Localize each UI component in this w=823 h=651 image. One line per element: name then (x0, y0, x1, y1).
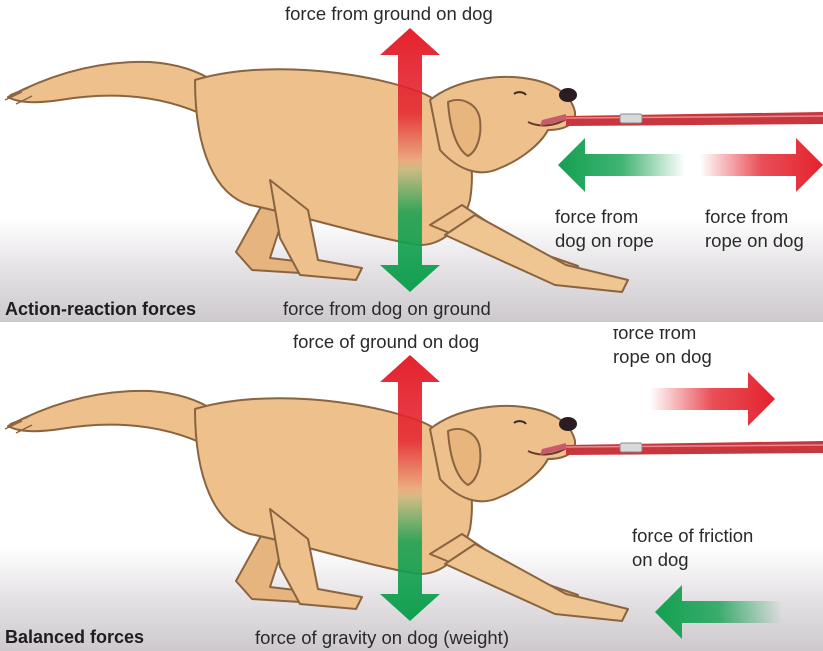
dog-scene-top (4, 28, 823, 293)
down-arrow (380, 160, 440, 292)
panel-title-action-reaction: Action-reaction forces (5, 299, 197, 319)
up-arrow (380, 28, 440, 170)
panel-title-balanced: Balanced forces (5, 627, 145, 647)
label-force-dog-on-rope: force from dog on rope (555, 206, 654, 251)
friction-arrow (655, 585, 782, 639)
action-reaction-panel: force from ground on dog force from dog … (0, 0, 823, 322)
label-force-gravity-weight: force of gravity on dog (weight) (255, 627, 509, 648)
left-arrow (558, 138, 685, 192)
rope-force-arrow (650, 372, 775, 426)
label-force-rope-on-dog: force from rope on dog (613, 329, 712, 367)
right-arrow (700, 138, 823, 192)
balanced-forces-panel: force of ground on dog force of gravity … (0, 329, 823, 651)
up-arrow (380, 355, 440, 497)
label-force-ground-on-dog: force from ground on dog (285, 3, 493, 24)
label-force-friction: force of friction on dog (632, 525, 754, 570)
label-force-ground-on-dog: force of ground on dog (293, 331, 480, 352)
label-force-dog-on-ground: force from dog on ground (283, 298, 491, 319)
panel-divider (0, 322, 823, 329)
dog-scene-bottom (4, 355, 823, 639)
label-force-rope-on-dog: force from rope on dog (705, 206, 804, 251)
down-arrow (380, 489, 440, 621)
